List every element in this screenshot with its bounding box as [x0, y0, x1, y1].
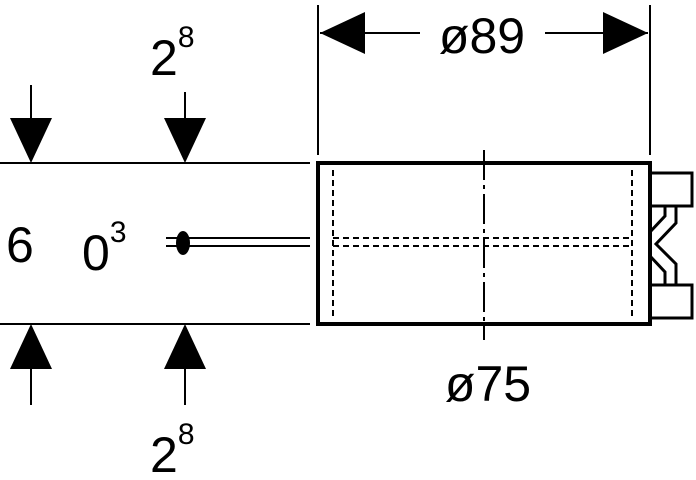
arrowhead-right: [603, 12, 648, 54]
diameter-outer-dimension: ø89: [320, 8, 648, 64]
dim-left-b-label: 03: [82, 216, 127, 281]
wall-section-marker: [166, 231, 310, 255]
hidden-lines: [332, 170, 633, 318]
dim-left-a-label: 6: [6, 217, 34, 273]
dim-top-label: 28: [150, 21, 195, 86]
dimension-bottom: 28: [10, 324, 206, 480]
dimension-top: 28: [10, 21, 206, 163]
end-fitting: [648, 171, 694, 320]
diameter-outer-label: ø89: [439, 8, 525, 64]
diameter-inner-label: ø75: [445, 356, 531, 412]
dim-bottom-label: 28: [150, 418, 195, 480]
arrowhead-left: [320, 12, 365, 54]
